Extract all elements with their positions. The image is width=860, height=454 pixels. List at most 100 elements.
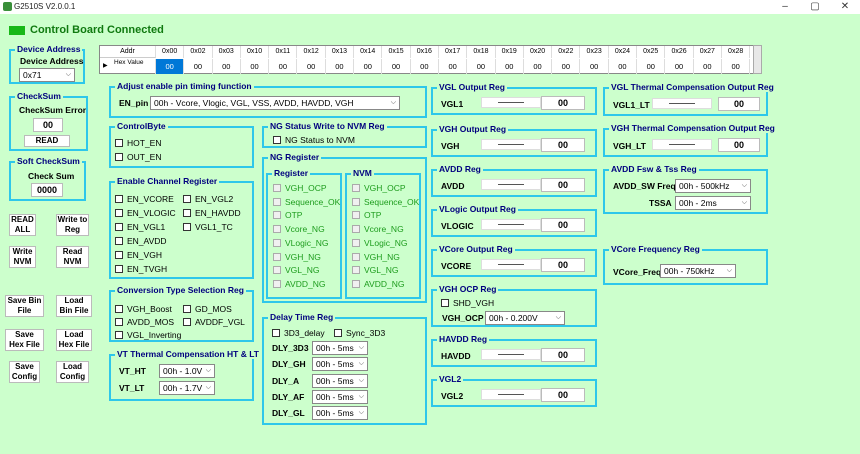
checkbox-label: EN_VGL1 [127, 222, 166, 232]
read-all-button[interactable]: READ ALL [9, 214, 36, 236]
vgl-inverting-checkbox[interactable]: VGL_Inverting [115, 330, 181, 340]
chevron-down-icon: ⌵ [358, 376, 364, 384]
grid-value-cell[interactable]: 00 [269, 59, 298, 74]
grid-value-cell[interactable]: 00 [722, 59, 751, 74]
vgh-lt-slider[interactable] [652, 139, 712, 150]
reg-value[interactable]: 00 [541, 348, 585, 362]
en-havdd-checkbox[interactable]: EN_HAVDD [183, 208, 241, 218]
close-button[interactable]: ✕ [840, 1, 850, 12]
group-title: VGH Output Reg [437, 124, 509, 134]
grid-value-cell[interactable]: 00 [496, 59, 524, 74]
checkbox-label: AVDDF_VGL [195, 317, 245, 327]
grid-value-cell[interactable]: 00 [382, 59, 411, 74]
grid-value-cell[interactable]: 00 [467, 59, 496, 74]
vcore-freq-select[interactable]: 00h - 750kHz⌵ [660, 264, 736, 278]
grid-value-cell[interactable]: 00 [326, 59, 355, 74]
gd-mos-checkbox[interactable]: GD_MOS [183, 304, 232, 314]
grid-value-cell[interactable]: 00 [637, 59, 666, 74]
reg-value[interactable]: 00 [541, 388, 585, 402]
write-nvm-button[interactable]: Write NVM [9, 246, 36, 268]
reg-value[interactable]: 00 [541, 218, 585, 232]
tssa-select[interactable]: 00h - 2ms⌵ [675, 196, 751, 210]
reg-slider[interactable] [481, 219, 541, 230]
grid-value-cell[interactable]: 00 [552, 59, 581, 74]
reg-value[interactable]: 00 [541, 258, 585, 272]
grid-value-cell[interactable]: 00 [439, 59, 468, 74]
save-config-button[interactable]: Save Config [9, 361, 40, 383]
reg-slider[interactable] [481, 389, 541, 400]
save-bin-file-button[interactable]: Save Bin File [5, 295, 44, 317]
grid-value-cell[interactable]: 00 [354, 59, 383, 74]
vt-lt-label: VT_LT [119, 383, 145, 393]
sync-3d3-checkbox[interactable]: Sync_3D3 [334, 328, 385, 338]
grid-value-cell[interactable]: 00 [241, 59, 270, 74]
grid-value-cell[interactable]: 00 [184, 59, 213, 74]
vgh-ocp-select[interactable]: 00h - 0.200V⌵ [485, 311, 565, 325]
reg-slider[interactable] [481, 259, 541, 270]
delay-select[interactable]: 00h - 5ms⌵ [312, 373, 368, 388]
save-hex-file-button[interactable]: Save Hex File [5, 329, 44, 351]
load-config-button[interactable]: Load Config [56, 361, 89, 383]
reg-slider[interactable] [481, 97, 541, 108]
reg-slider[interactable] [481, 349, 541, 360]
minimize-button[interactable]: – [782, 1, 788, 12]
3d3-delay-checkbox[interactable]: 3D3_delay [272, 328, 325, 338]
grid-value-cell[interactable]: 00 [213, 59, 241, 74]
grid-value-cell[interactable]: 00 [298, 59, 326, 74]
grid-value-cell[interactable]: 00 [609, 59, 638, 74]
vgh-boost-checkbox[interactable]: VGH_Boost [115, 304, 172, 314]
en-vgh-checkbox[interactable]: EN_VGH [115, 250, 162, 260]
vgl1-lt-slider[interactable] [652, 98, 712, 109]
write-to-reg-button[interactable]: Write to Reg [56, 214, 89, 236]
vt-ht-select[interactable]: 00h - 1.0V⌵ [159, 364, 215, 378]
vgl1-tc-checkbox[interactable]: VGL1_TC [183, 222, 233, 232]
delay-select[interactable]: 00h - 5ms⌵ [312, 357, 368, 372]
grid-value-cell[interactable]: 00 [665, 59, 694, 74]
delay-select[interactable]: 00h - 5ms⌵ [312, 389, 368, 404]
grid-value-cell[interactable]: 00 [524, 59, 553, 74]
vgl1-lt-value[interactable]: 00 [718, 97, 760, 111]
grid-value-cell[interactable]: 00 [581, 59, 609, 74]
grid-value-cell[interactable]: 00 [694, 59, 722, 74]
en-vgl1-checkbox[interactable]: EN_VGL1 [115, 222, 165, 232]
read-nvm-button[interactable]: Read NVM [56, 246, 89, 268]
avdd-sw-freq-select[interactable]: 00h - 500kHz⌵ [675, 179, 751, 193]
hot-en-checkbox[interactable]: HOT_EN [115, 138, 161, 148]
vcore-freq-group: VCore Frequency Reg VCore_Freq 00h - 750… [603, 244, 768, 285]
en-vcore-checkbox[interactable]: EN_VCORE [115, 194, 174, 204]
ng-status-nvm-checkbox[interactable]: NG Status to NVM [273, 135, 355, 145]
shd-vgh-checkbox[interactable]: SHD_VGH [441, 298, 494, 308]
load-hex-file-button[interactable]: Load Hex File [56, 329, 92, 351]
avddf-vgl-checkbox[interactable]: AVDDF_VGL [183, 317, 245, 327]
selected-value: 00h - 1.0V [163, 366, 203, 376]
selected-value: 00h - 5ms [316, 359, 354, 370]
en-tvgh-checkbox[interactable]: EN_TVGH [115, 264, 167, 274]
delay-select[interactable]: 00h - 5ms⌵ [312, 341, 368, 355]
en-avdd-checkbox[interactable]: EN_AVDD [115, 236, 167, 246]
device-address-select[interactable]: 0x71⌵ [19, 68, 75, 82]
avdd-mos-checkbox[interactable]: AVDD_MOS [115, 317, 174, 327]
reg-slider[interactable] [481, 139, 541, 150]
en-vlogic-checkbox[interactable]: EN_VLOGIC [115, 208, 176, 218]
checkbox-label: VLogic_NG [364, 237, 408, 248]
reg-value[interactable]: 00 [541, 178, 585, 192]
reg-value[interactable]: 00 [541, 96, 585, 110]
load-bin-file-button[interactable]: Load Bin File [56, 295, 92, 317]
grid-value-cell[interactable]: 00 [156, 59, 185, 74]
maximize-button[interactable]: ▢ [810, 1, 820, 12]
reg-value[interactable]: 00 [541, 138, 585, 152]
delay-select[interactable]: 00h - 5ms⌵ [312, 406, 368, 421]
vt-lt-select[interactable]: 00h - 1.7V⌵ [159, 381, 215, 395]
out-en-checkbox[interactable]: OUT_EN [115, 152, 161, 162]
checksum-read-button[interactable]: READ [24, 135, 70, 147]
grid-scrollbar[interactable] [753, 45, 762, 74]
ng-register-checkbox: Sequence_OK [273, 197, 340, 207]
reg-slider[interactable] [481, 179, 541, 190]
en-vgl2-checkbox[interactable]: EN_VGL2 [183, 194, 233, 204]
app-logo-icon [3, 2, 12, 11]
vgh-lt-value[interactable]: 00 [718, 138, 760, 152]
grid-value-cell[interactable]: 00 [411, 59, 439, 74]
reg-label: VLOGIC [441, 221, 474, 231]
en-pin-select[interactable]: 00h - Vcore, Vlogic, VGL, VSS, AVDD, HAV… [150, 96, 400, 110]
